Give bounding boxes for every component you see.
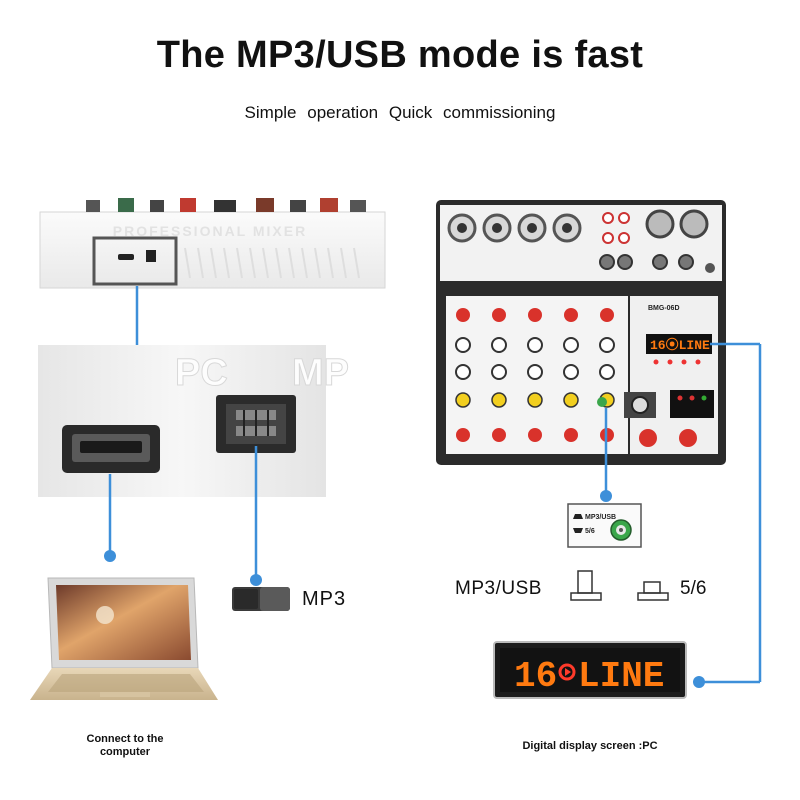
switch-down-icon	[637, 581, 669, 601]
display-digits-right: LINE	[578, 656, 664, 697]
caption-line-2: computer	[99, 746, 151, 758]
caption-connect-computer: Connect to the computer	[60, 733, 190, 759]
connector-dot	[250, 574, 262, 586]
mode-option-56: 5/6	[680, 578, 707, 599]
mixer-top-print: PROFESSIONAL MIXER	[113, 223, 307, 239]
knob-grid	[455, 308, 615, 442]
connector-dot	[600, 490, 612, 502]
input-jacks	[447, 209, 715, 273]
mixer-top-knobs	[86, 198, 366, 212]
ports-closeup: PC MP	[38, 345, 350, 497]
connector-dot	[693, 676, 705, 688]
switch-up-icon	[570, 570, 602, 601]
caption-display-screen: Digital display screen :PC	[522, 740, 658, 752]
mode-switch-label: MP3	[302, 588, 347, 610]
mode-option-mp3usb: MP3/USB	[455, 578, 542, 599]
mixer-side-view: PROFESSIONAL MIXER	[39, 198, 386, 289]
mixer-display-small	[646, 334, 712, 354]
port-label-mp: MP	[292, 352, 349, 394]
digital-display: 16 LINE	[493, 641, 687, 699]
page-subtitle: Simple operation Quick commissioning	[244, 103, 556, 122]
display-digits-left: 16	[514, 656, 557, 697]
port-label-pc: PC	[175, 352, 228, 394]
connector-dot	[104, 550, 116, 562]
jack-callout: MP3/USB 5/6	[567, 503, 642, 548]
callout-label-56: 5/6	[585, 528, 595, 535]
mixer-display-small-text: 16⦿LINE	[650, 337, 710, 353]
mixer-front: BMG-06D 16⦿LINE	[436, 200, 726, 465]
callout-label-mp3usb: MP3/USB	[585, 514, 616, 521]
laptop-icon	[30, 577, 218, 700]
mode-switch-icon	[232, 587, 290, 611]
port-highlight-box	[92, 236, 178, 286]
page-title: The MP3/USB mode is fast	[156, 34, 644, 76]
caption-line-1: Connect to the	[86, 733, 164, 745]
mixer-model-label: BMG-06D	[648, 305, 680, 312]
